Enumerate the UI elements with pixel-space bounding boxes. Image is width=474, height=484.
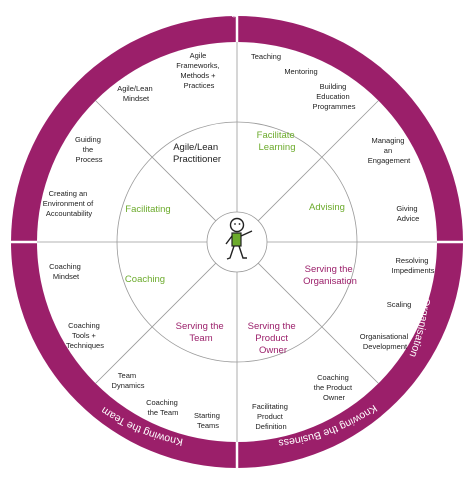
skill-facilitating-product-definition: Facilitating Product Definition	[252, 402, 290, 431]
skill-agile-lean-mindset: Agile/Lean Mindset	[117, 84, 155, 103]
stance-serving-team: Serving the Team	[176, 321, 227, 344]
stance-coaching: Coaching	[125, 274, 165, 285]
skill-team-dynamics: Team Dynamics	[112, 371, 145, 390]
skill-resolving-impediments: Resolving Impediments	[392, 256, 435, 275]
skill-coaching-product-owner: Coaching the Product Owner	[314, 373, 354, 402]
spoke-line	[95, 262, 217, 384]
spoke-line	[257, 262, 379, 384]
stance-facilitate-learning: Facilitate Learning	[257, 130, 298, 153]
stance-facilitating: Facilitating	[125, 204, 170, 215]
stance-practitioner: Agile/Lean Practitioner	[173, 142, 221, 165]
skill-creating-environment: Creating an Environment of Accountabilit…	[43, 189, 96, 218]
skill-managing-engagement: Managing an Engagement	[368, 136, 411, 165]
skill-giving-advice: Giving Advice	[396, 204, 419, 223]
skill-teaching: Teaching	[251, 52, 281, 61]
stance-serving-product-owner: Serving the Product Owner	[248, 321, 299, 356]
skill-mentoring: Mentoring	[284, 67, 317, 76]
stance-advising: Advising	[309, 202, 345, 213]
skill-agile-frameworks: Agile Frameworks, Methods + Practices	[176, 51, 221, 90]
stick-figure-coach-icon	[225, 217, 253, 260]
stance-serving-organisation: Serving the Organisation	[303, 264, 357, 287]
skill-scaling: Scaling	[387, 300, 412, 309]
skill-coaching-tools-techniques: Coaching Tools + Techniques	[66, 321, 104, 350]
skill-coaching-mindset: Coaching Mindset	[49, 262, 83, 281]
skill-organisational-development: Organisational Development	[360, 332, 410, 351]
skill-guiding-process: Guiding the Process	[75, 135, 103, 164]
skill-starting-teams: Starting Teams	[194, 411, 222, 430]
skill-building-education: Building Education Programmes	[313, 82, 356, 111]
spoke-line	[257, 100, 379, 222]
skill-coaching-the-team: Coaching the Team	[146, 398, 180, 417]
spoke-line	[95, 100, 217, 222]
